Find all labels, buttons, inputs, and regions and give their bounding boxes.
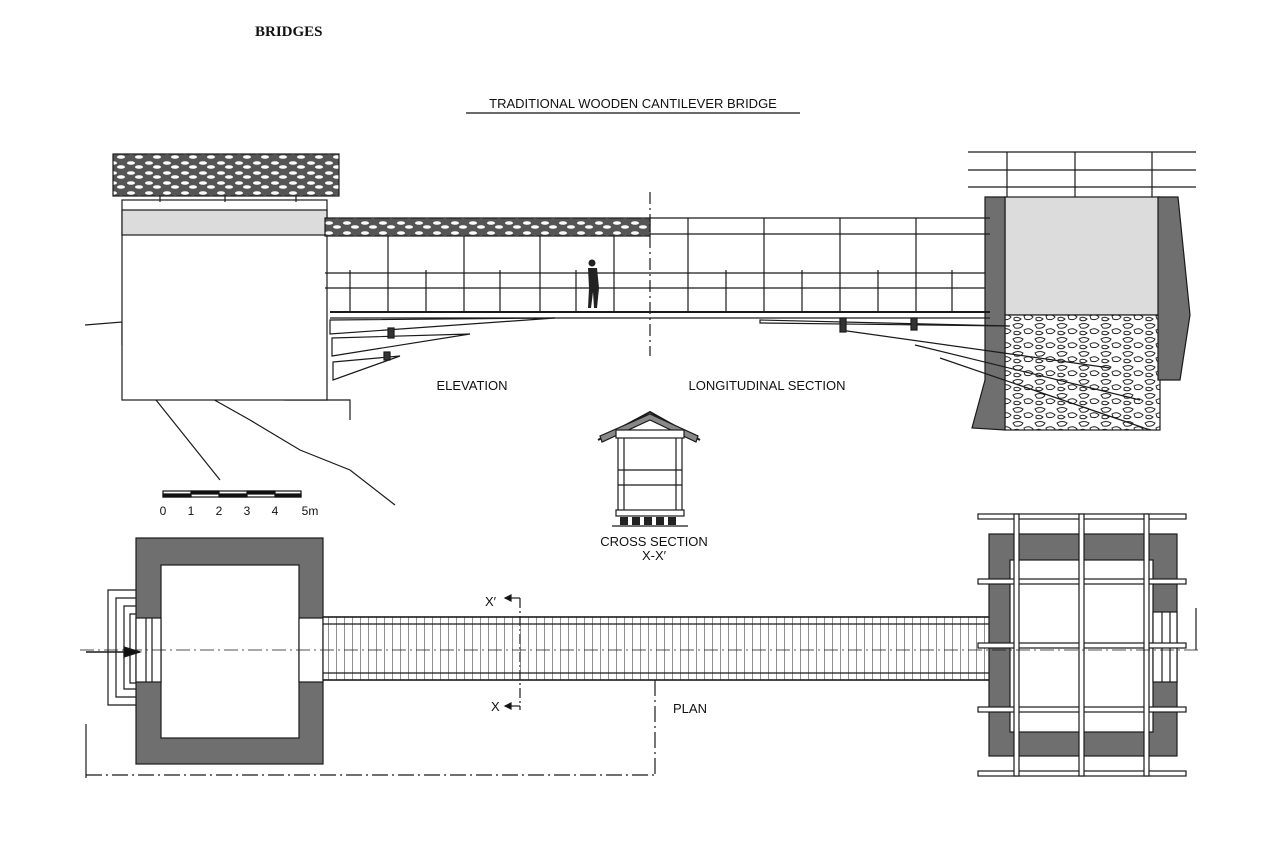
scale-tick-2: 2 <box>216 504 223 518</box>
scale-tick-1: 1 <box>188 504 195 518</box>
scale-tick-3: 3 <box>244 504 251 518</box>
section-marker-bottom: X <box>491 699 500 714</box>
scale-tick-5: 5m <box>302 504 319 518</box>
cross-section-label: CROSS SECTION <box>600 534 708 549</box>
scale-tick-4: 4 <box>272 504 279 518</box>
section-cut-marker <box>503 594 521 710</box>
left-cantilever-beams <box>329 317 556 381</box>
person-figure <box>588 259 599 308</box>
scale-bar <box>162 490 302 498</box>
walkway-planks <box>322 616 992 681</box>
left-tower-roof <box>112 153 340 197</box>
bridge-roof-left <box>324 217 651 237</box>
left-abutment-cap <box>121 209 328 236</box>
right-tower-railing <box>968 151 1196 197</box>
plan-view <box>80 513 1200 778</box>
cross-section-view <box>597 410 701 527</box>
entrance-steps <box>107 589 136 706</box>
right-tower-beams <box>977 513 1187 777</box>
dimension-line <box>85 608 1197 778</box>
right-cantilever-beams <box>759 317 1151 431</box>
right-abutment-upper <box>1004 196 1161 316</box>
longitudinal-section-label: LONGITUDINAL SECTION <box>689 378 846 393</box>
elevation-label: ELEVATION <box>436 378 507 393</box>
right-abutment-masonry-right <box>1157 196 1191 381</box>
right-abutment-foundation <box>1004 314 1161 431</box>
elevation-view <box>84 151 1196 506</box>
scale-tick-0: 0 <box>160 504 167 518</box>
plan-label: PLAN <box>673 701 707 716</box>
scale-bar-ticks: 0 1 2 3 4 5m <box>160 504 319 518</box>
right-abutment-masonry-left <box>971 196 1006 431</box>
bridge-posts <box>349 218 953 312</box>
drawing-title: TRADITIONAL WOODEN CANTILEVER BRIDGE <box>489 96 777 111</box>
section-marker-top: X′ <box>485 594 497 609</box>
cross-section-ref-label: X-X′ <box>642 548 667 563</box>
section-title: BRIDGES <box>255 24 323 40</box>
